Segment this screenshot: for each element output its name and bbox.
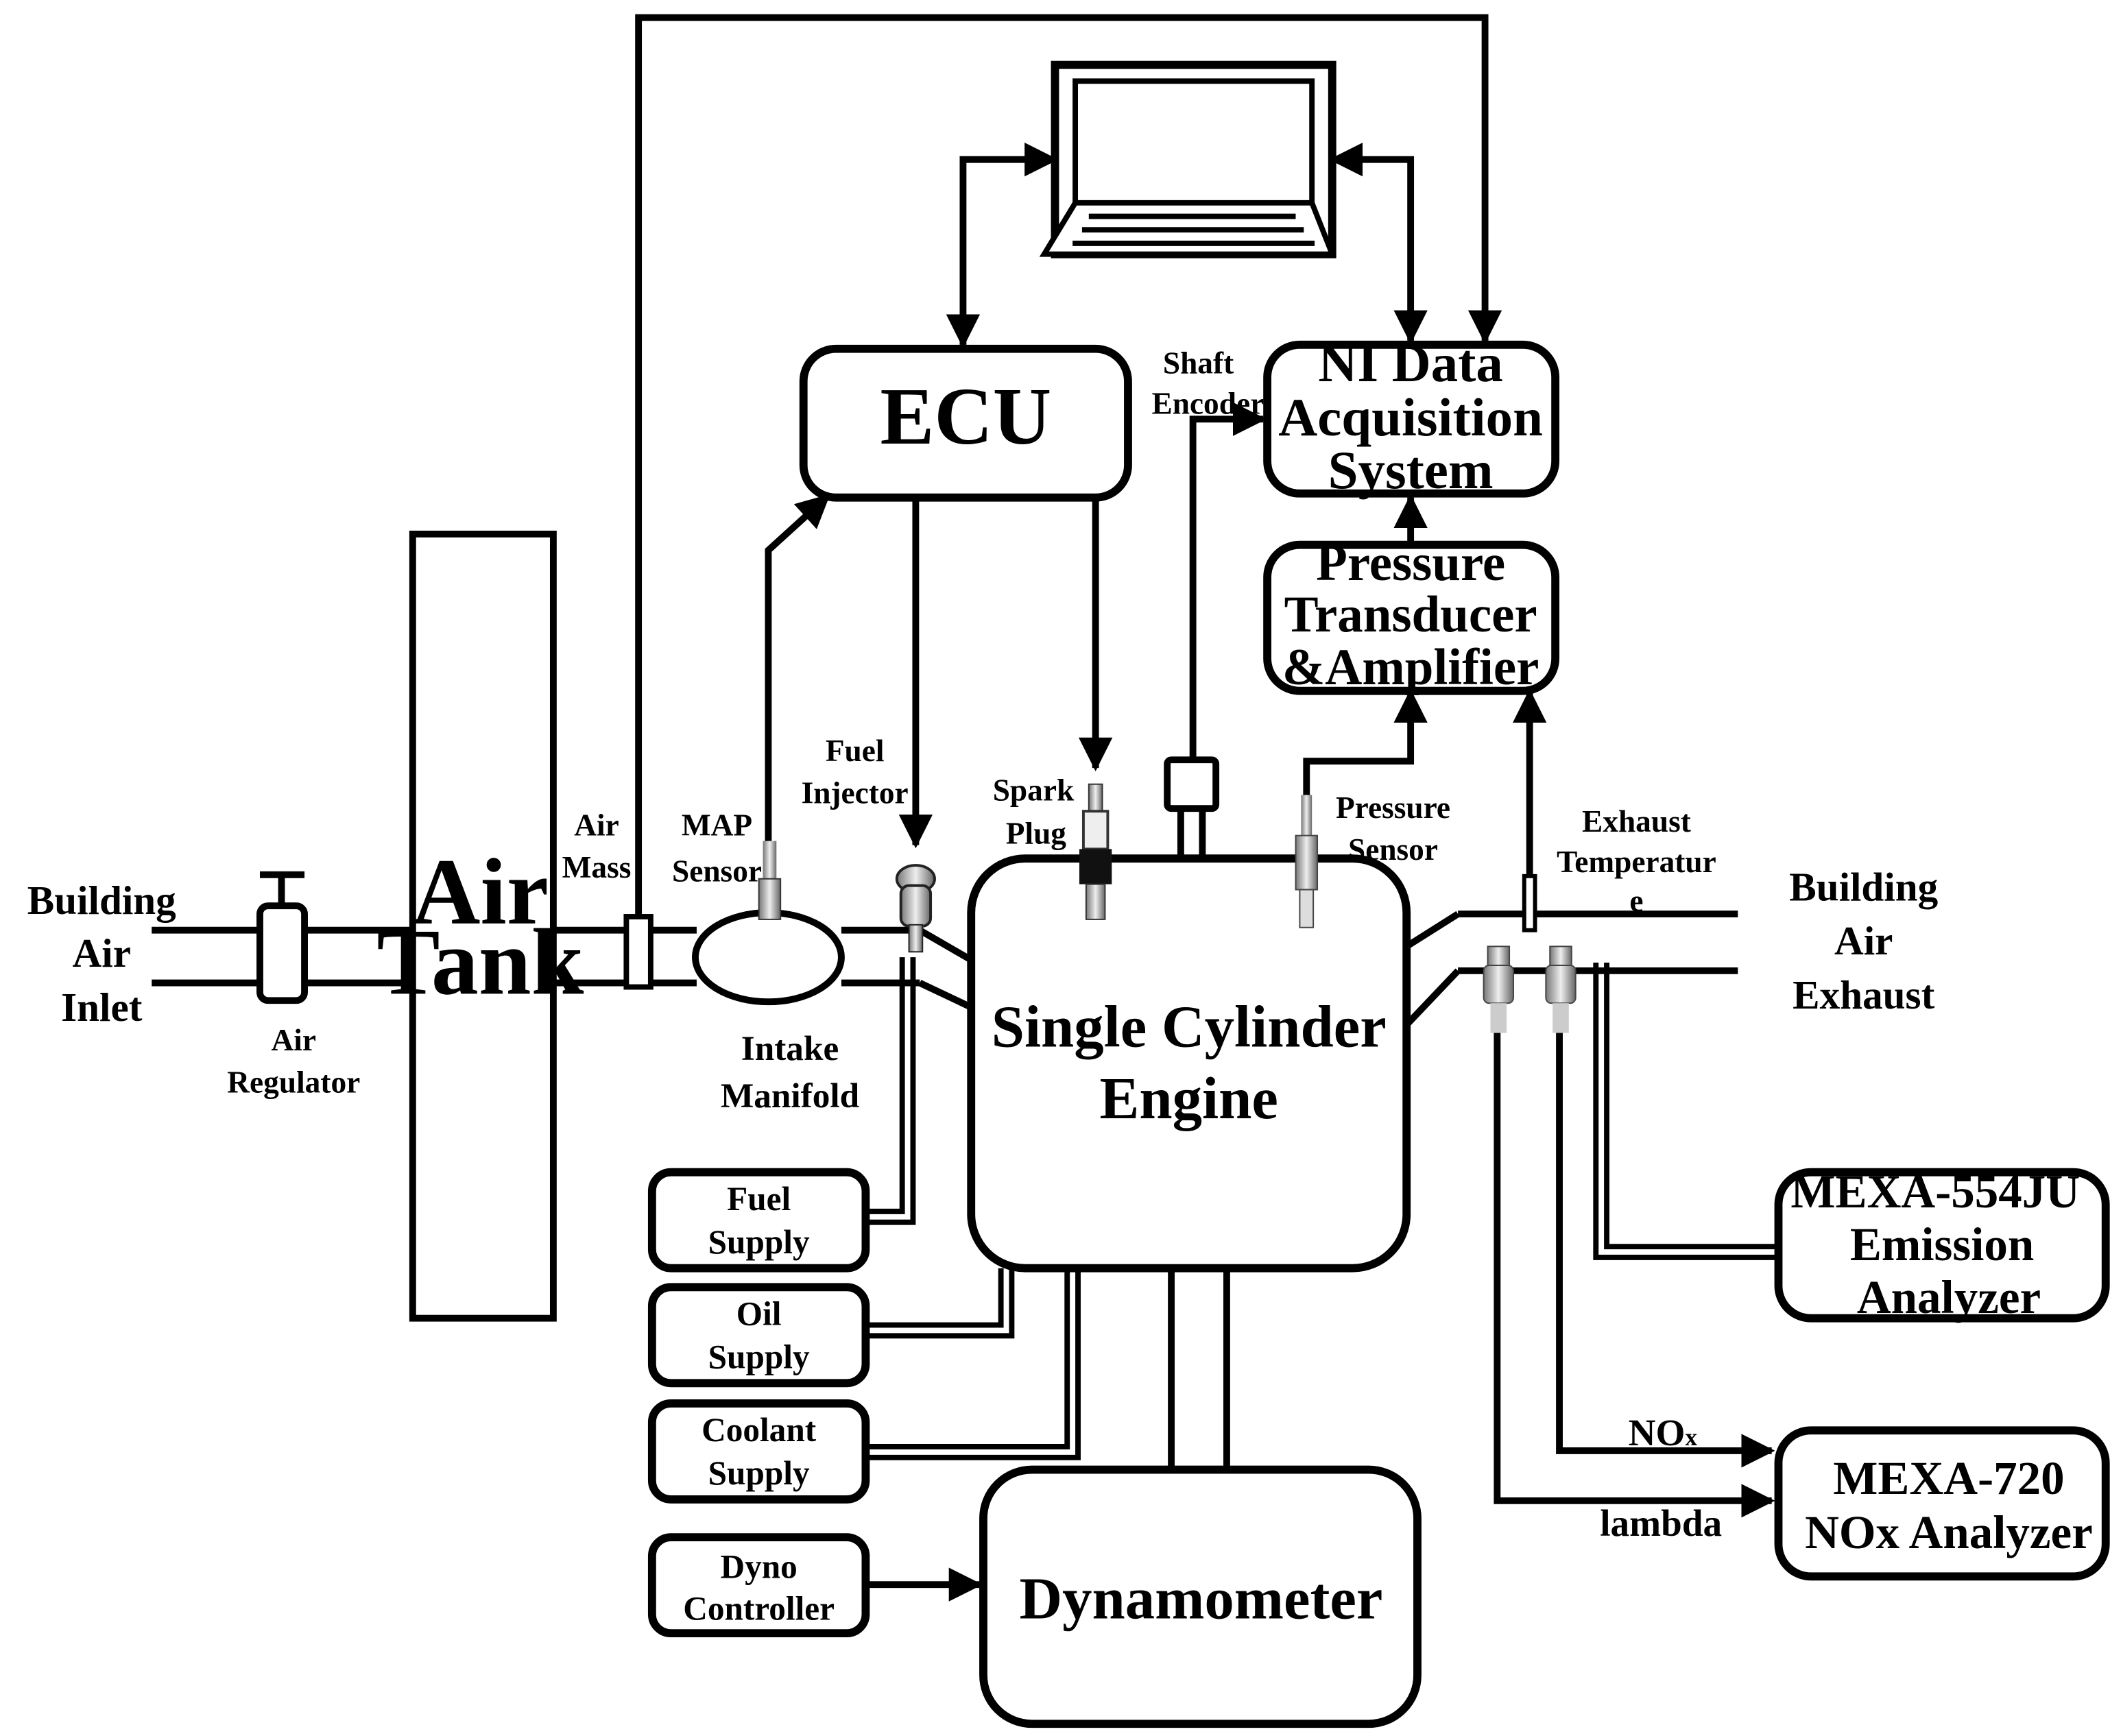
- svg-text:Building: Building: [1789, 864, 1938, 909]
- mexa554-block: MEXA-554JU Emission Analyzer: [1774, 1166, 2110, 1323]
- nox-line-label: NOx: [1629, 1412, 1698, 1454]
- exhaust-temperature-label: Exhaust Temperatur e: [1557, 804, 1716, 918]
- fuel-injector-icon: [895, 864, 936, 953]
- nox-sensor-icon: [1545, 945, 1576, 1033]
- svg-text:Building: Building: [27, 878, 176, 923]
- fuel-injector-label: Fuel Injector: [802, 734, 909, 810]
- mexa554-label-3: Analyzer: [1857, 1271, 2041, 1323]
- map-sensor-icon: [758, 841, 782, 920]
- map-sensor-label: MAP Sensor: [672, 808, 762, 889]
- engine-label-1: Single Cylinder: [992, 993, 1387, 1059]
- svg-text:e: e: [1629, 884, 1643, 918]
- air-tank-label-2: Tank: [376, 909, 584, 1014]
- mexa720-label-1: MEXA-720: [1833, 1452, 2064, 1504]
- svg-text:Air: Air: [272, 1023, 316, 1057]
- air-regulator-icon: [256, 871, 308, 1004]
- mexa720-label-2: NOx Analyzer: [1805, 1506, 2093, 1558]
- svg-text:MAP: MAP: [682, 808, 752, 843]
- oil-supply-label-1: Oil: [736, 1295, 782, 1333]
- svg-text:Spark: Spark: [993, 773, 1075, 807]
- svg-text:Injector: Injector: [802, 775, 909, 810]
- shaft-encoder-icon: [1164, 756, 1220, 812]
- air-tank-block: Air Tank: [376, 530, 584, 1322]
- air-mass-label: Air Mass: [562, 808, 632, 884]
- pressure-amplifier-block: Pressure Transducer &Amplifier: [1263, 535, 1560, 696]
- engine-label-2: Engine: [1100, 1065, 1278, 1131]
- intake-manifold-label: Intake Manifold: [721, 1029, 859, 1116]
- svg-text:Temperatur: Temperatur: [1557, 845, 1716, 879]
- air-mass-meter-icon: [623, 914, 654, 990]
- pressure-sensor-label: Pressure Sensor: [1336, 791, 1450, 867]
- air-regulator-label: Air Regulator: [227, 1023, 360, 1099]
- coolant-supply-block: Coolant Supply: [647, 1399, 870, 1504]
- svg-text:Exhaust: Exhaust: [1582, 804, 1691, 839]
- oil-supply-label-2: Supply: [708, 1338, 810, 1376]
- engine-block: Single Cylinder Engine: [967, 854, 1411, 1273]
- svg-text:Air: Air: [73, 930, 131, 976]
- svg-text:Air: Air: [574, 808, 619, 843]
- lambda-line-label: lambda: [1600, 1502, 1722, 1544]
- svg-text:Pressure: Pressure: [1336, 791, 1450, 825]
- svg-text:Air: Air: [1834, 918, 1893, 963]
- pressure-amp-label-1: Pressure: [1316, 535, 1505, 592]
- svg-text:Exhaust: Exhaust: [1793, 972, 1934, 1017]
- spark-plug-icon: [1079, 783, 1112, 920]
- fuel-supply-label-1: Fuel: [727, 1180, 791, 1218]
- computer-icon: [1039, 60, 1336, 258]
- building-air-inlet-label: Building Air Inlet: [27, 878, 176, 1030]
- exhaust-temperature-probe-icon: [1522, 873, 1537, 932]
- connection-lines: [152, 14, 1777, 1602]
- intake-manifold-icon: [692, 909, 845, 1006]
- dynamometer-label: Dynamometer: [1019, 1565, 1382, 1631]
- dyno-controller-label-2: Controller: [683, 1589, 835, 1627]
- pressure-amp-label-3: &Amplifier: [1282, 639, 1539, 696]
- svg-text:NOx: NOx: [1629, 1412, 1698, 1454]
- ni-daq-label-1: NI Data: [1318, 334, 1502, 394]
- ecu-label: ECU: [880, 372, 1051, 461]
- dynamometer-block: Dynamometer: [979, 1465, 1422, 1728]
- coolant-supply-label-1: Coolant: [702, 1411, 817, 1449]
- svg-text:Mass: Mass: [562, 850, 632, 884]
- ni-daq-label-2: Acquisition: [1278, 388, 1543, 448]
- fuel-supply-label-2: Supply: [708, 1223, 810, 1261]
- svg-text:Manifold: Manifold: [721, 1076, 859, 1116]
- building-air-exhaust-label: Building Air Exhaust: [1789, 864, 1938, 1017]
- svg-text:lambda: lambda: [1600, 1502, 1722, 1544]
- pressure-amp-label-2: Transducer: [1284, 586, 1537, 643]
- svg-text:Intake: Intake: [741, 1029, 839, 1068]
- coolant-supply-label-2: Supply: [708, 1454, 810, 1492]
- lambda-sensor-icon: [1483, 945, 1514, 1033]
- fuel-supply-block: Fuel Supply: [647, 1168, 870, 1273]
- mexa720-block: MEXA-720 NOx Analyzer: [1774, 1426, 2110, 1581]
- mexa554-label-2: Emission: [1850, 1218, 2034, 1270]
- svg-text:Shaft: Shaft: [1163, 346, 1234, 380]
- svg-text:Encoder: Encoder: [1151, 386, 1264, 420]
- ni-daq-label-3: System: [1328, 441, 1494, 501]
- ni-daq-block: NI Data Acquisition System: [1263, 334, 1560, 501]
- svg-text:Plug: Plug: [1006, 817, 1067, 851]
- spark-plug-label: Spark Plug: [993, 773, 1075, 850]
- svg-text:Fuel: Fuel: [826, 734, 885, 768]
- svg-text:Inlet: Inlet: [61, 985, 143, 1030]
- svg-text:Sensor: Sensor: [672, 854, 762, 889]
- mexa554-label-1: MEXA-554JU: [1790, 1166, 2080, 1218]
- shaft-encoder-label: Shaft Encoder: [1151, 346, 1264, 420]
- oil-supply-block: Oil Supply: [647, 1283, 870, 1388]
- ecu-block: ECU: [799, 344, 1132, 502]
- svg-text:Sensor: Sensor: [1348, 832, 1438, 867]
- svg-text:Regulator: Regulator: [227, 1065, 360, 1099]
- air-tank-label-1: Air: [412, 839, 549, 944]
- dyno-controller-block: Dyno Controller: [647, 1533, 870, 1638]
- pressure-sensor-icon: [1295, 795, 1319, 928]
- dyno-controller-label-1: Dyno: [720, 1547, 797, 1585]
